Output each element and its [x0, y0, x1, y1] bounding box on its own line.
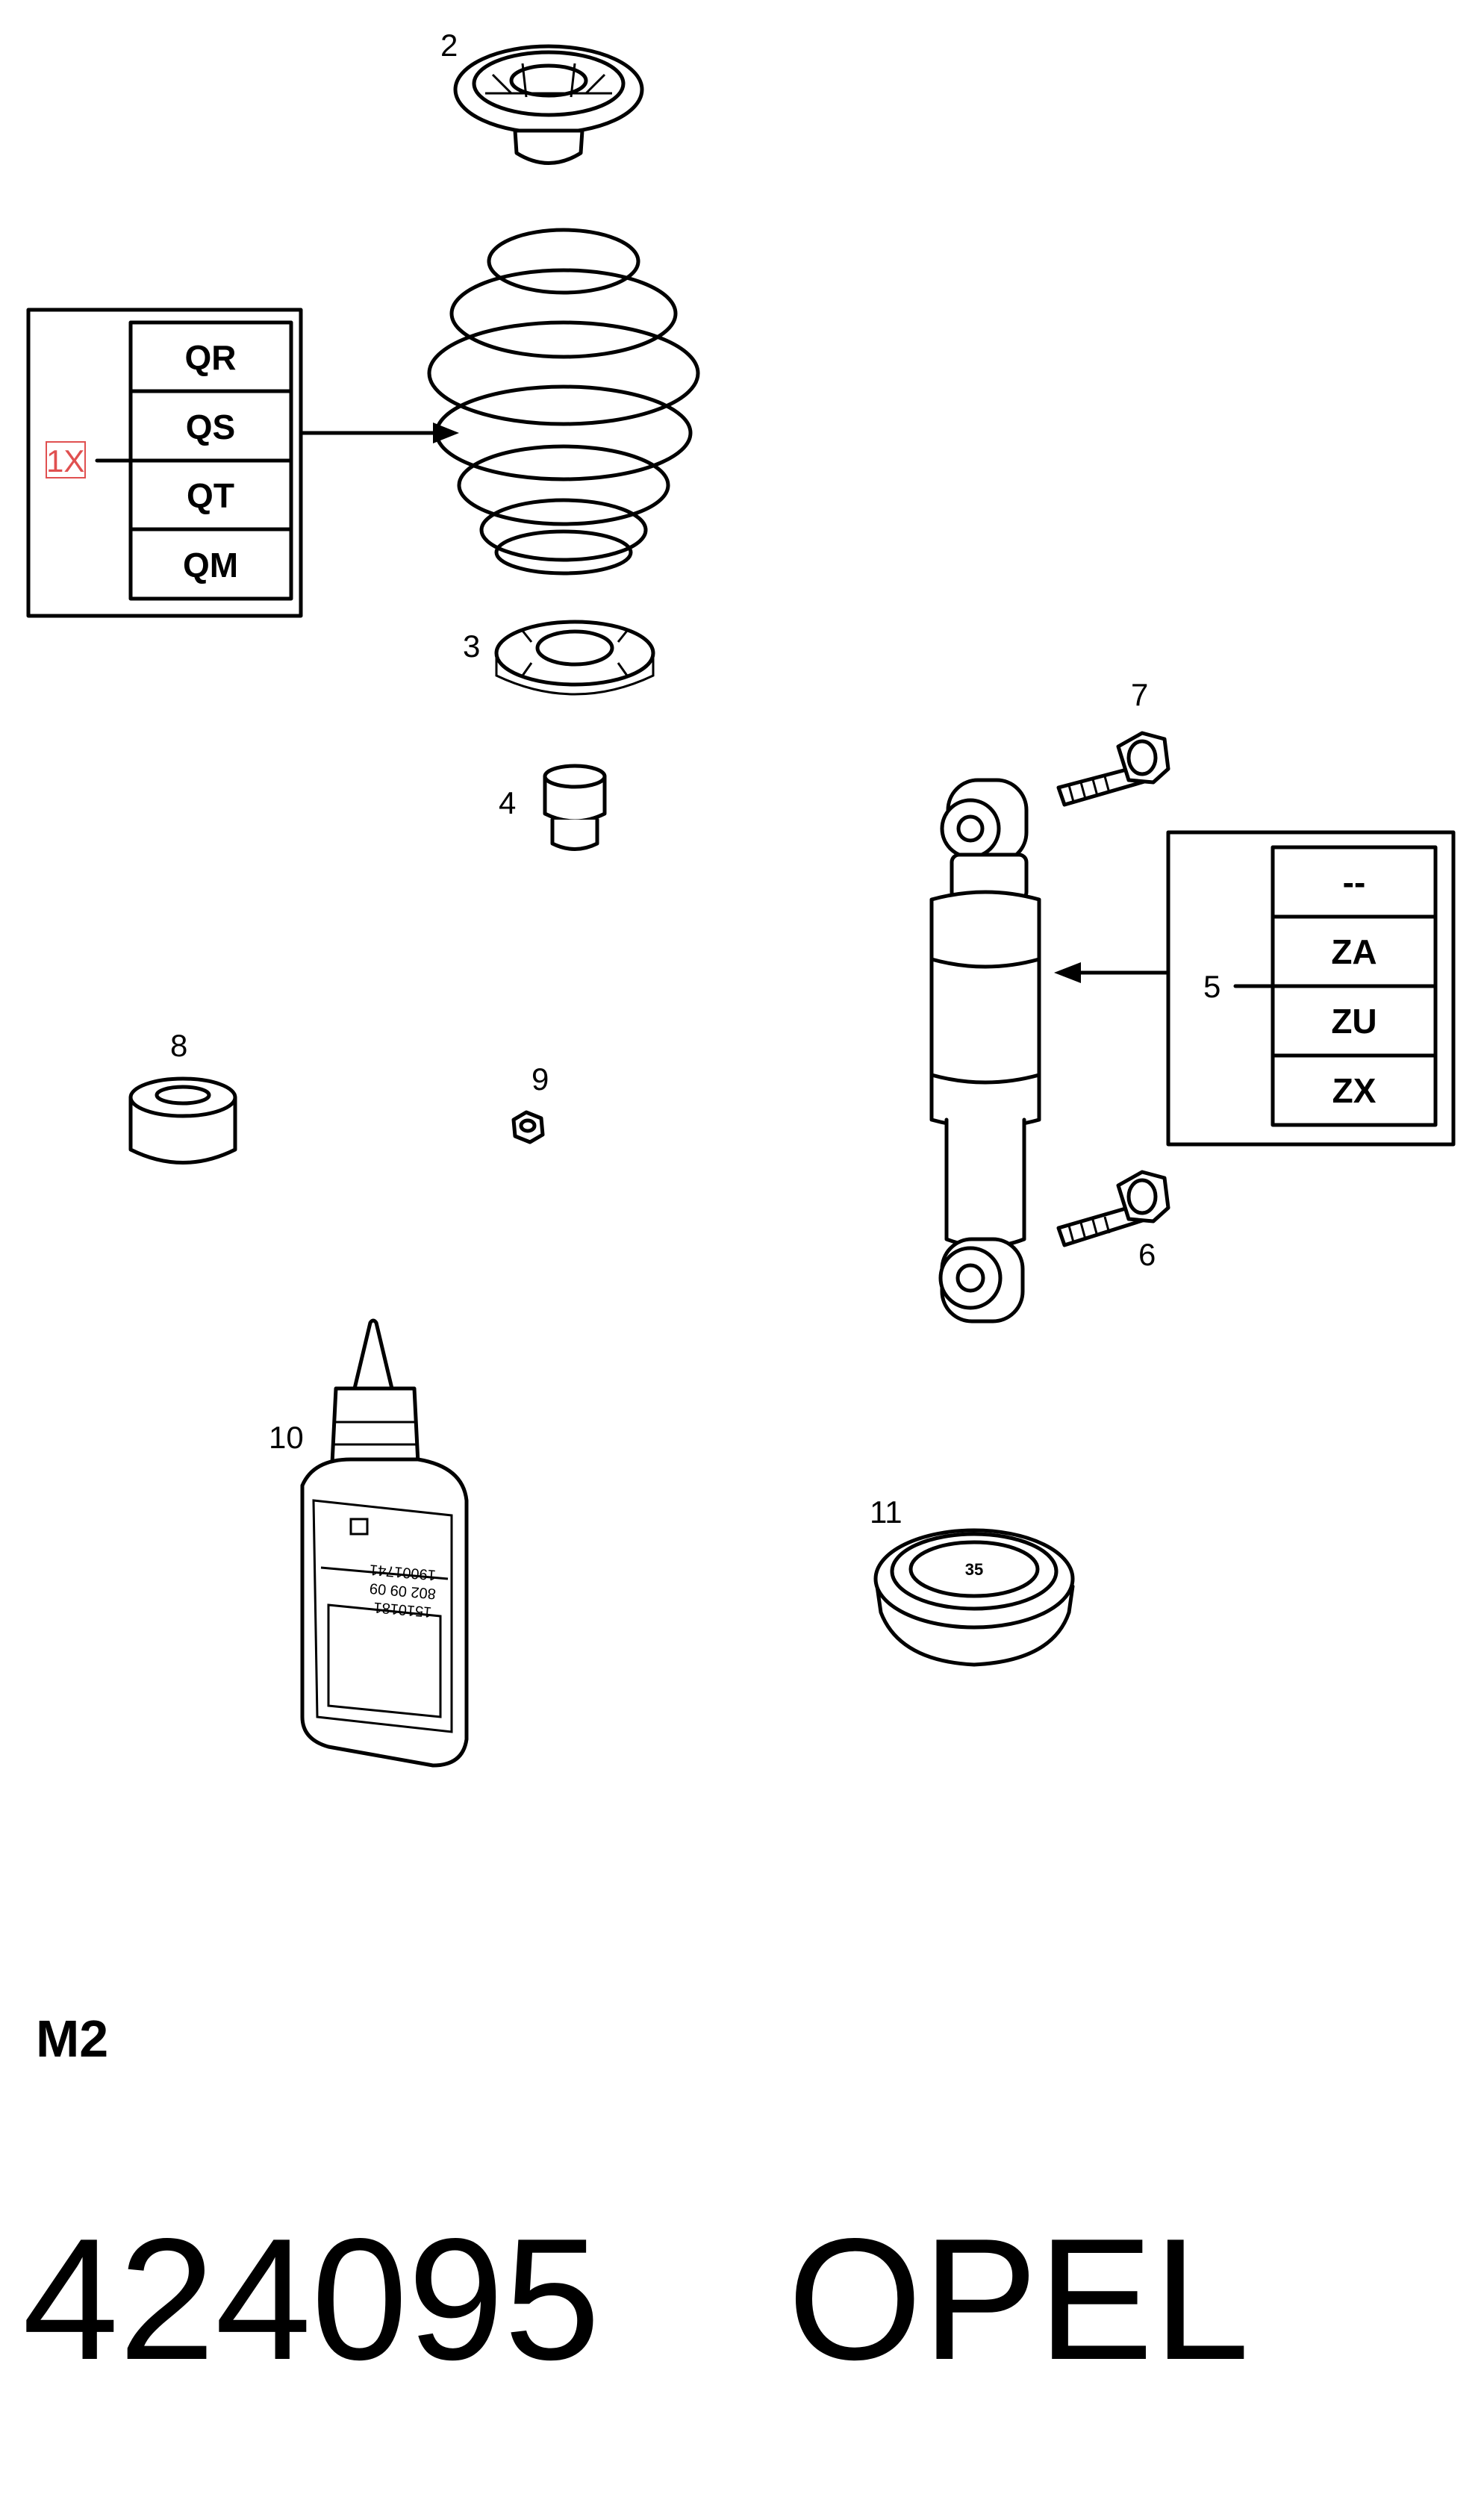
callout-8: 8: [170, 1028, 187, 1063]
shock-code-zx: ZX: [1332, 1071, 1377, 1110]
part-11-cap: 35: [873, 1528, 1075, 1667]
spring-code-qs: QS: [186, 408, 235, 446]
shock-code-table: -- ZA ZU ZX: [1054, 830, 1456, 1147]
brand-name: OPEL: [788, 2203, 1250, 2396]
callout-5: 5: [1203, 969, 1220, 1004]
callout-3: 3: [463, 629, 480, 664]
section-code: M2: [36, 2010, 108, 2068]
part-4-bump-stop: [543, 764, 607, 851]
part-9-nut: [511, 1110, 545, 1144]
spring-code-qm: QM: [183, 546, 238, 584]
part-8-bushing: [128, 1076, 237, 1165]
part-7-upper-bolt: [1056, 731, 1170, 807]
shock-code-zu: ZU: [1331, 1002, 1377, 1041]
part-1-coil-spring: [427, 228, 700, 576]
part-number: 424095: [22, 2203, 600, 2396]
callout-10: 10: [269, 1420, 304, 1455]
callout-9: 9: [531, 1062, 549, 1097]
callout-2: 2: [440, 28, 458, 63]
part-3-spring-insulator: [494, 620, 655, 696]
part-6-lower-bolt: [1056, 1170, 1170, 1247]
callout-6: 6: [1138, 1237, 1156, 1272]
spring-qty-label: 1X: [46, 443, 84, 478]
part-5-shock-absorber: [929, 778, 1041, 1324]
part-2-upper-spring-seat: [453, 44, 644, 165]
callout-11: 11: [870, 1494, 902, 1530]
cap-size-label: 35: [965, 1560, 983, 1579]
shock-code-za: ZA: [1331, 932, 1377, 971]
callout-7: 7: [1131, 677, 1148, 712]
shock-code-none: --: [1343, 863, 1366, 902]
spring-code-table: 1X QR QS QT QM: [26, 308, 459, 618]
spring-code-qr: QR: [185, 338, 237, 377]
part-10-fluid-bottle: 19001741 802 09 09 1510181: [300, 1318, 469, 1768]
spring-code-qt: QT: [187, 476, 234, 515]
callout-4: 4: [499, 785, 516, 820]
